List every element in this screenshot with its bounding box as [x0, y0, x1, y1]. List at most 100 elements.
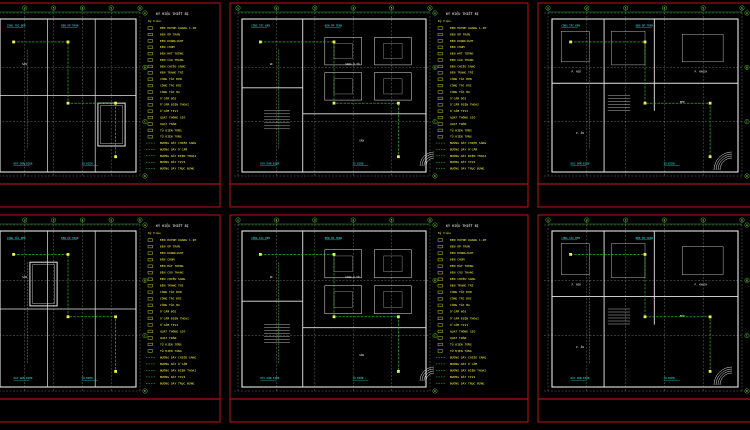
legend-item-label: ĐÈN ỐP TRẦN: [160, 244, 180, 249]
room-label: P. KHÁCH: [695, 69, 708, 74]
legend-symbol: [437, 71, 443, 75]
exterior-wall: [551, 230, 739, 388]
legend-symbol: [147, 316, 153, 320]
legend-item-label: ĐƯỜNG DÂY Ổ CẮM: [450, 361, 477, 366]
legend-title: KÝ HIỆU THIẾT BỊ: [156, 223, 189, 228]
legend-item-label: ĐƯỜNG DÂY ĐIỆN THOẠI: [160, 153, 196, 158]
pool-outer: [29, 261, 58, 307]
axis-marker: [432, 173, 438, 179]
device-symbol: [397, 370, 400, 373]
legend-item-label: ĐƯỜNG DÂY TIVI: [450, 159, 475, 164]
axis-marker: [273, 5, 279, 11]
axis-label: 3: [53, 6, 55, 10]
axis-marker: [142, 64, 148, 70]
room-label: P. NGỦ: [571, 69, 581, 73]
annotation-text: CÔNG TẮC ĐÈN: [251, 23, 270, 28]
axis-marker: [545, 217, 551, 223]
legend-item-label: QUẠT THÔNG GIÓ: [160, 328, 185, 333]
bed: [561, 31, 590, 63]
spiral-stair: [717, 370, 733, 386]
axis-label: C: [144, 334, 146, 338]
axis-label: 3: [314, 218, 316, 222]
device-symbol: [114, 370, 117, 373]
axis-label: A: [746, 11, 748, 15]
sofa-set: [682, 246, 724, 275]
axis-marker: [79, 5, 85, 11]
legend-item-label: Ổ CẮM ĐIỆN THOẠI: [450, 315, 479, 320]
car-outline: [374, 285, 412, 314]
legend-item-label: ĐÈN HẮT TƯỜNG: [450, 263, 474, 268]
legend-symbol: [147, 96, 153, 100]
legend-symbol: [437, 284, 443, 288]
axis-marker: [700, 217, 706, 223]
legend-item-label: QUẠT TRẦN: [450, 335, 466, 340]
axis-marker: [389, 5, 395, 11]
spiral-stair: [425, 157, 435, 167]
axis-label: A: [144, 223, 146, 227]
bed: [561, 243, 590, 275]
axis-label: 2: [24, 218, 26, 222]
legend-item-label: ĐÈN DOWNLIGHT: [450, 250, 474, 255]
legend-item-label: ĐƯỜNG DÂY Ổ CẮM: [160, 361, 187, 366]
legend-symbol: [147, 323, 153, 327]
car-outline: [324, 285, 362, 314]
axis-marker: [137, 5, 143, 11]
legend-symbol: [437, 64, 443, 68]
legend-symbol: [437, 238, 443, 242]
axis-label: B: [434, 65, 436, 69]
device-symbol: [332, 315, 336, 319]
axis-label: 3: [53, 218, 55, 222]
legend-symbol: [437, 84, 443, 88]
annotation-text: CÔNG TẮC ĐÈN: [251, 235, 270, 240]
device-symbol: [708, 155, 712, 159]
legend-symbol: [437, 116, 443, 120]
annotation-text: CÔNG TẮC ĐÈN: [561, 23, 580, 28]
axis-marker: [273, 217, 279, 223]
axis-label: 4: [352, 6, 354, 10]
device-symbol: [66, 315, 70, 319]
legend-item-label: ĐÈN HUỲNH QUANG 1.2M: [160, 237, 196, 242]
legend-symbol: [437, 52, 443, 56]
legend-symbol: [437, 39, 443, 43]
annotation-text: DÂY DẪN ĐIỆN: [571, 375, 590, 380]
legend-item-label: CÔNG TẮC ĐƠN: [160, 76, 182, 81]
axis-label: D: [144, 174, 146, 178]
device-symbol: [643, 101, 647, 105]
legend-symbol: [437, 323, 443, 327]
device-symbol: [114, 315, 117, 319]
legend-header: Ký hiệu: [148, 231, 161, 235]
legend-symbol: [437, 342, 443, 346]
legend-item-label: ĐÈN CHIẾU SÁNG: [450, 63, 475, 68]
axis-label: D: [746, 389, 748, 393]
annotation-text: ĐÈN ỐP TRẦN: [636, 235, 654, 240]
sheet-frame: [0, 2, 221, 208]
legend-item-label: QUẠT TRẦN: [160, 335, 176, 340]
axis-label: 4: [82, 6, 84, 10]
legend-symbol: [437, 303, 443, 307]
device-symbol: [332, 40, 336, 44]
legend-item-label: QUẠT THÔNG GIÓ: [160, 114, 185, 119]
axis-label: A: [434, 11, 436, 15]
axis-label: A: [434, 223, 436, 227]
axis-marker: [142, 222, 148, 228]
legend-item-label: ĐƯỜNG DÂY TRỤC ĐỨNG: [160, 166, 195, 171]
axis-label: 4: [664, 218, 666, 222]
device-symbol: [708, 101, 712, 105]
axis-label: 5: [391, 218, 393, 222]
legend-item-label: CÔNG TẮC ĐÔI: [160, 83, 182, 88]
legend-item-label: ĐÈN CHÙM: [450, 44, 465, 49]
legend-symbol: [437, 135, 443, 139]
spiral-stair: [421, 368, 435, 382]
legend-symbol: [437, 45, 443, 49]
axis-marker: [235, 5, 241, 11]
legend-symbol: [437, 103, 443, 107]
legend-symbol: [437, 26, 443, 30]
device-symbol: [12, 40, 15, 44]
legend-item-label: ĐÈN CẦU THANG: [160, 57, 184, 62]
legend-item-label: Ổ CẮM TIVI: [160, 322, 178, 327]
legend-item-label: ĐƯỜNG DÂY TIVI: [160, 159, 185, 164]
car-roof: [383, 291, 403, 308]
legend-symbol: [437, 109, 443, 113]
legend-item-label: ĐÈN CHIẾU SÁNG: [160, 276, 185, 281]
